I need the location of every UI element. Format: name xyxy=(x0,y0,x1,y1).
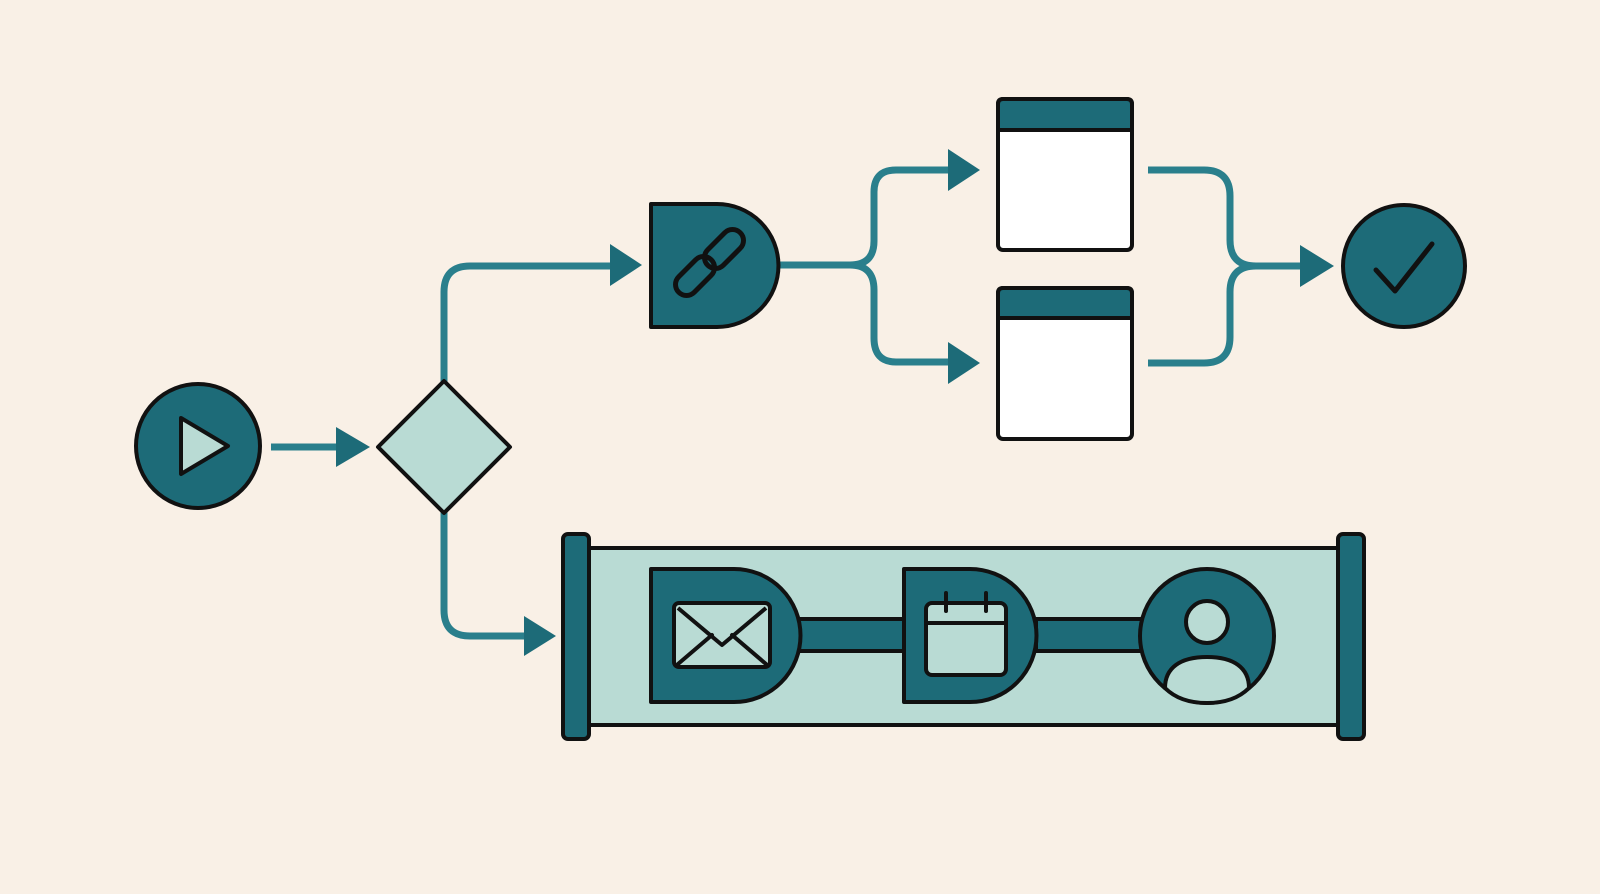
arrowheads xyxy=(336,149,1334,656)
arrowhead-decision-link xyxy=(610,244,642,286)
edge-decision-lane xyxy=(440,512,524,640)
check-icon xyxy=(1373,241,1435,294)
lane-connector-1 xyxy=(794,617,908,653)
edge-decision-link xyxy=(440,262,612,382)
link-icon xyxy=(673,227,746,298)
user-icon xyxy=(1163,599,1251,705)
link-step-node[interactable] xyxy=(649,202,781,329)
edge-panel-bottom-join xyxy=(1148,262,1257,367)
calendar-step-node[interactable] xyxy=(902,567,1039,704)
arrowhead-split-bottom xyxy=(948,342,980,384)
panel-top-header xyxy=(996,97,1134,132)
lane-right-cap xyxy=(1336,532,1366,741)
arrowhead-split-top xyxy=(948,149,980,191)
edge-panel-top-join xyxy=(1148,166,1305,270)
lane-container[interactable] xyxy=(561,532,1366,741)
play-icon xyxy=(179,416,230,476)
panel-bottom-header xyxy=(996,286,1134,320)
calendar-icon xyxy=(924,591,1008,677)
panel-top-node[interactable] xyxy=(996,97,1134,252)
user-step-node[interactable] xyxy=(1138,567,1276,705)
edge-link-split xyxy=(778,166,948,269)
arrowhead-start-decision xyxy=(336,427,370,467)
connectors xyxy=(271,166,1305,640)
edge-link-split-lower xyxy=(849,261,948,366)
mail-step-node[interactable] xyxy=(649,567,803,704)
lane-connector-2 xyxy=(1034,617,1148,653)
start-node[interactable] xyxy=(134,382,262,510)
mail-icon xyxy=(672,601,772,669)
lane-left-cap xyxy=(561,532,591,741)
panel-bottom-node[interactable] xyxy=(996,286,1134,441)
arrowhead-decision-lane xyxy=(524,616,556,656)
decision-node[interactable] xyxy=(376,379,512,515)
arrowhead-join-end xyxy=(1300,245,1334,287)
end-node[interactable] xyxy=(1341,203,1467,329)
